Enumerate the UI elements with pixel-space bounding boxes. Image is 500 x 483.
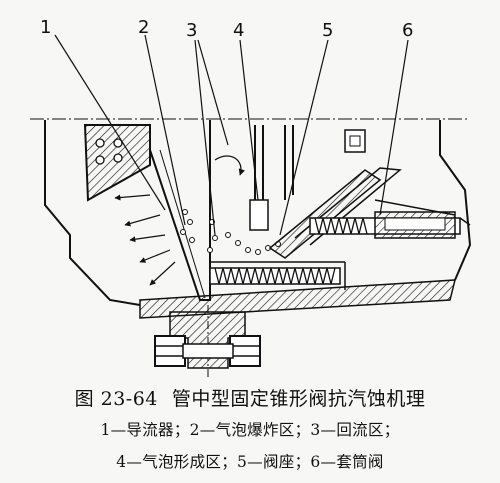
diverter-holes	[95, 138, 123, 165]
label-1: 1	[40, 17, 51, 38]
label-3: 3	[186, 20, 197, 41]
bubble-burst-zone	[180, 209, 218, 253]
stem-block	[249, 199, 269, 231]
figure-number: 图 23-64	[74, 388, 158, 410]
flow-arrows	[114, 194, 176, 286]
legend-line-1: 1—导流器；2—气泡爆炸区；3—回流区；	[100, 421, 400, 439]
figure-caption: 图 23-64 管中型固定锥形阀抗汽蚀机理	[0, 384, 500, 411]
label-2: 2	[138, 17, 149, 38]
legend-line-2: 4—气泡形成区；5—阀座；6—套筒阀	[116, 453, 384, 471]
label-6: 6	[402, 20, 413, 41]
right-pipe-wall	[439, 120, 472, 281]
left-pipe-wall	[44, 120, 141, 306]
label-5: 5	[322, 20, 333, 41]
pipe-bottom-wall	[139, 279, 456, 319]
valve-cross-section-diagram: 1 2 3 4 5 6	[30, 17, 472, 380]
fixed-cone	[149, 120, 211, 301]
sleeve-valve	[309, 211, 471, 239]
coil-element	[209, 267, 341, 285]
leader-lines	[54, 34, 409, 236]
bolt-right	[229, 335, 261, 367]
bubble-formation-zone	[225, 232, 281, 255]
recirculation-flow	[214, 155, 245, 176]
bolt-shaft	[182, 343, 234, 359]
bolt-left	[154, 335, 186, 367]
figure-title: 管中型固定锥形阀抗汽蚀机理	[171, 388, 426, 410]
label-4: 4	[233, 20, 244, 41]
